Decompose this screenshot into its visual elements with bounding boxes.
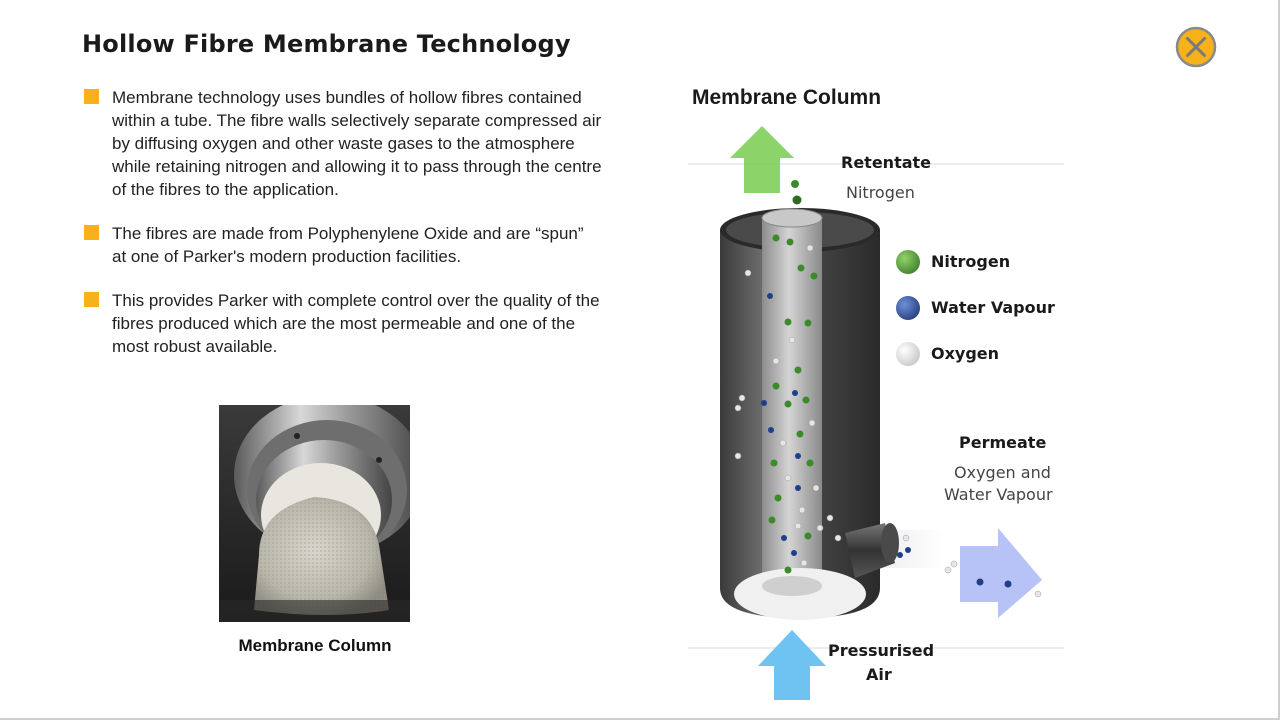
bullet-marker [84,292,99,307]
bullet-text: This provides Parker with complete contr… [112,291,600,356]
permeate-sublabel-2: Water Vapour [944,485,1053,504]
bullet-item: Membrane technology uses bundles of holl… [82,86,602,201]
bullet-marker [84,225,99,240]
diagram-title: Membrane Column [692,86,881,110]
legend-label: Oxygen [931,344,999,363]
bullet-text: Membrane technology uses bundles of holl… [112,88,602,199]
retentate-arrow-icon [730,126,794,193]
retentate-sublabel: Nitrogen [846,183,915,202]
water-vapour-dot-icon [896,296,920,320]
permeate-arrow-icon [960,528,1042,618]
inlet-label-1: Pressurised [828,641,934,660]
bullet-marker [84,89,99,104]
permeate-label: Permeate [959,433,1046,452]
inlet-arrow-icon [758,630,826,700]
close-circle-icon[interactable] [1175,26,1217,68]
membrane-fibre-photo [219,405,410,622]
bullet-list: Membrane technology uses bundles of holl… [82,86,602,379]
legend-label: Water Vapour [931,298,1055,317]
membrane-column-diagram [680,118,1080,718]
page-title: Hollow Fibre Membrane Technology [82,30,571,58]
oxygen-dot-icon [896,342,920,366]
bullet-item: The fibres are made from Polyphenylene O… [82,222,602,268]
bullet-text: The fibres are made from Polyphenylene O… [112,224,584,266]
nitrogen-dot-icon [896,250,920,274]
permeate-sublabel-1: Oxygen and [954,463,1051,482]
photo-caption: Membrane Column [219,636,411,656]
inlet-label-2: Air [866,665,892,684]
retentate-label: Retentate [841,153,931,172]
bullet-item: This provides Parker with complete contr… [82,289,602,358]
legend-label: Nitrogen [931,252,1010,271]
